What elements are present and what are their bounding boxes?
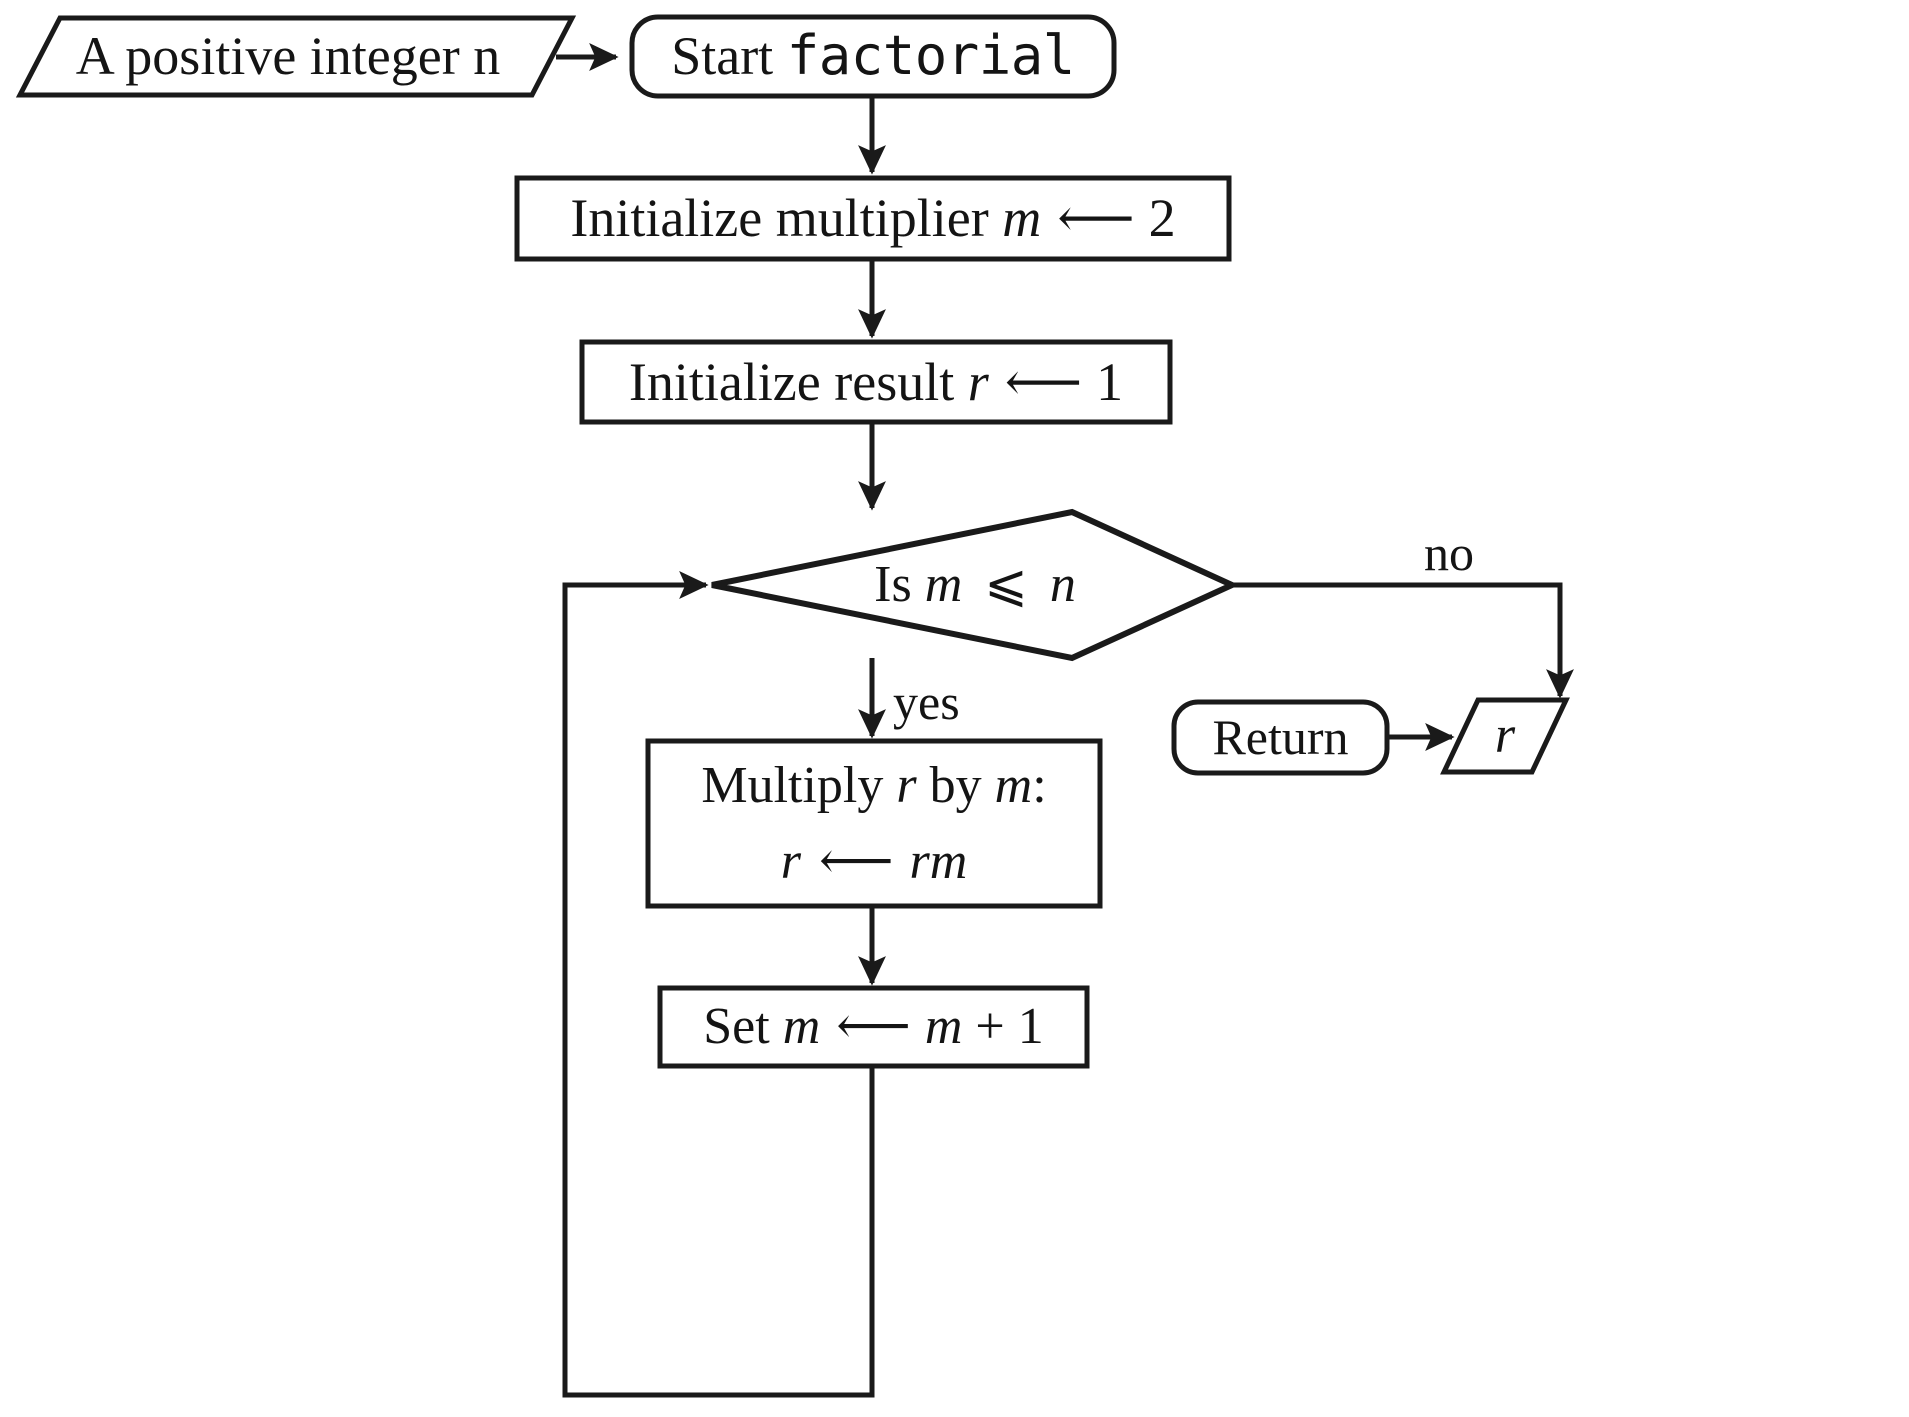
edge-decision-no (1232, 582, 1574, 699)
node-return-shape (1171, 699, 1390, 776)
node-multiply-shape (645, 738, 1103, 909)
node-init-result-shape (579, 339, 1173, 425)
node-increment-shape (657, 985, 1090, 1069)
node-output-r-shape (1440, 697, 1570, 775)
node-start-shape (629, 14, 1117, 99)
node-input-n-shape (15, 15, 577, 98)
node-init-multiplier-shape (514, 175, 1232, 262)
node-decision-compare-shape (711, 508, 1240, 662)
edge-increment-decision (562, 571, 875, 1398)
